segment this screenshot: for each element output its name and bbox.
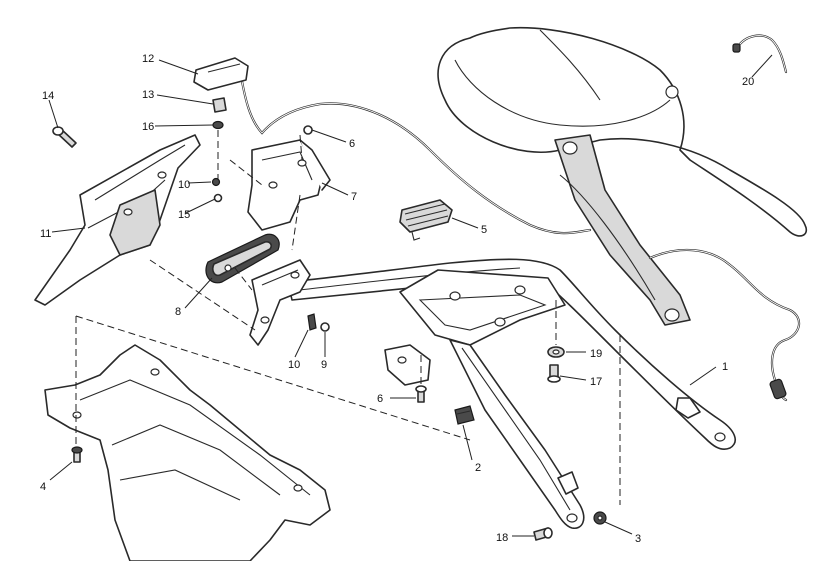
callout-4: 4	[40, 481, 46, 493]
callouts: 1 2 3 4 5 6 6 7 8 9 10 10 11 12 13 14 15…	[40, 53, 754, 545]
mudguard	[44, 344, 331, 561]
callout-15: 15	[178, 209, 190, 221]
part-11-plate-holder	[34, 134, 201, 306]
part-19-washer	[547, 346, 565, 358]
part-8-reflector	[205, 233, 280, 284]
part-5-rubber-pad	[399, 199, 453, 241]
part-17-bolt	[547, 364, 561, 383]
part-7-bracket	[247, 139, 331, 231]
leader-lines	[48, 54, 773, 537]
callout-16: 16	[142, 121, 154, 133]
callout-6-top: 6	[349, 138, 355, 150]
part-15-nut	[213, 193, 223, 203]
part-10-nut	[211, 177, 221, 187]
callout-20: 20	[742, 76, 754, 88]
part-16-washer	[212, 120, 224, 130]
tail-body	[437, 26, 808, 326]
callout-13: 13	[142, 89, 154, 101]
callout-11: 11	[40, 228, 51, 240]
part-2-clip	[454, 405, 475, 425]
assembly-lines	[75, 130, 621, 505]
callout-3: 3	[635, 533, 641, 545]
callout-7: 7	[351, 191, 357, 203]
callout-18: 18	[496, 532, 508, 544]
part-18-bolt	[533, 527, 553, 541]
wiring-harness	[238, 68, 801, 402]
callout-14: 14	[42, 90, 54, 102]
part-10-screw	[307, 313, 317, 331]
callout-9: 9	[321, 359, 327, 371]
callout-8: 8	[175, 306, 181, 318]
callout-6-lower: 6	[377, 393, 383, 405]
callout-5: 5	[481, 224, 487, 236]
callout-12: 12	[142, 53, 154, 65]
part-6-screw-lower	[415, 385, 427, 403]
part-4-screw	[71, 446, 83, 463]
part-20-cable	[732, 34, 788, 74]
part-13-grommet	[212, 97, 227, 113]
callout-10-top: 10	[178, 179, 190, 191]
part-3-nut	[593, 511, 607, 525]
part-1-rear-bracket	[287, 258, 736, 529]
part-14-screw	[52, 126, 77, 148]
callout-10-lower: 10	[288, 359, 300, 371]
callout-19: 19	[590, 348, 602, 360]
part-9-nut	[320, 322, 330, 332]
part-6-screw-top	[303, 125, 313, 135]
callout-17: 17	[590, 376, 602, 388]
lower-bracket	[249, 259, 311, 346]
part-12-connector	[193, 57, 249, 91]
callout-1: 1	[722, 361, 728, 373]
callout-2: 2	[475, 462, 481, 474]
